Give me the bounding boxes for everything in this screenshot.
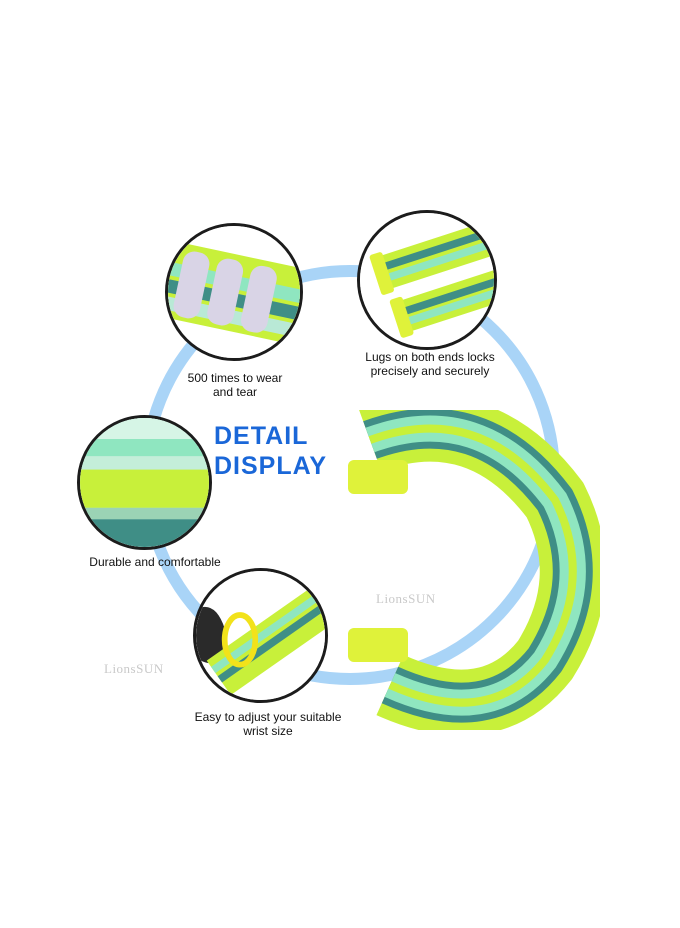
caption-wear: 500 times to wear and tear [187,371,283,399]
top-lug [348,460,408,494]
lugs-closeup-illustration [360,213,494,347]
detail-display-title: DETAIL DISPLAY [214,421,327,481]
title-line-2: DISPLAY [214,452,328,480]
watch-band-illustration [330,395,606,736]
adjust-closeup-illustration [196,571,325,700]
watermark: LionsSUN [376,591,436,606]
velcro-closeup-illustration [168,226,300,358]
detail-circle-adjust [193,568,328,703]
caption-durable: Durable and comfortable [89,555,221,569]
texture-closeup-illustration [80,418,209,547]
caption-lugs: Lugs on both ends locks precisely and se… [365,350,495,378]
watermark: LionsSUN [104,661,164,676]
caption-adjust: Easy to adjust your suitable wrist size [194,710,342,738]
detail-circle-texture [77,415,212,550]
bottom-lug [348,628,408,662]
detail-circle-velcro [165,223,303,361]
detail-circle-lugs [357,210,497,350]
title-line-1: DETAIL [214,422,309,450]
